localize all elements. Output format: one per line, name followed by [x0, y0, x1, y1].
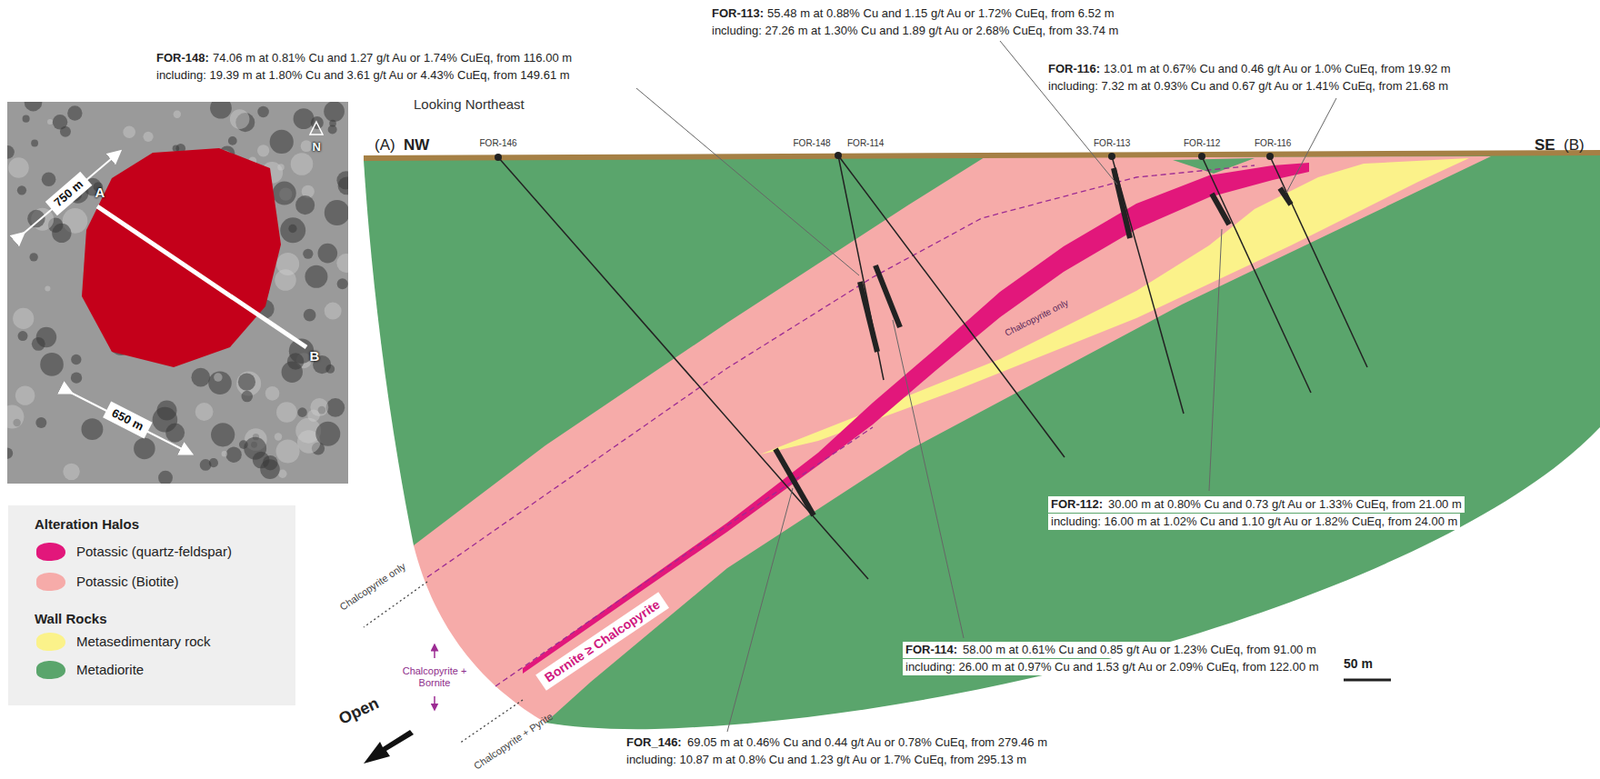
zone-label: Chalcopyrite + Bornite: [394, 665, 475, 690]
intercept: including: 19.39 m at 1.80% Cu and 3.61 …: [156, 68, 570, 83]
collar-label: FOR-112: [1183, 138, 1220, 150]
section-end: A: [95, 184, 106, 201]
legend-text: Potassic (Biotite): [76, 573, 180, 590]
section-end: SE: [1534, 136, 1556, 155]
view-direction: Looking Northeast: [413, 96, 525, 113]
hole-id: FOR-148:: [156, 50, 210, 66]
section-end: (B): [1563, 136, 1585, 155]
hole-id: FOR-114:: [902, 641, 960, 659]
legend-swatch: [36, 660, 66, 680]
scale-label: 50 m: [1343, 656, 1373, 672]
legend-heading: Wall Rocks: [34, 610, 107, 628]
legend-heading: Alteration Halos: [34, 516, 140, 533]
legend-text: Potassic (quartz-feldspar): [76, 543, 232, 560]
zone-label: Chalcopyrite + Pyrite: [471, 710, 556, 772]
legend-text: Metadiorite: [76, 661, 144, 679]
zone-label: Chalcopyrite only: [338, 560, 409, 613]
legend-swatch: [36, 542, 66, 561]
collar-label: FOR-148: [793, 138, 831, 150]
intercept: including: 27.26 m at 1.30% Cu and 1.89 …: [711, 23, 1119, 39]
hole-id: FOR-112:: [1048, 496, 1106, 513]
legend-swatch: [36, 632, 66, 651]
north-arrow: N: [312, 140, 321, 155]
hole-id: FOR-113:: [711, 6, 764, 21]
hole-id: FOR-116:: [1048, 61, 1100, 77]
aerial-photo: [7, 101, 349, 484]
quartz-feldspar-halo: [522, 162, 1310, 674]
intercept: 55.48 m at 0.88% Cu and 1.15 g/t Au or 1…: [767, 6, 1115, 21]
intercept: including: 16.00 m at 1.02% Cu and 1.10 …: [1048, 513, 1460, 530]
intercept: including: 10.87 m at 0.8% Cu and 1.23 g…: [623, 751, 1030, 769]
leader-lines: [636, 40, 1337, 732]
legend-text: Metasedimentary rock: [76, 633, 211, 650]
metadiorite: [363, 154, 1600, 730]
hole-id: FOR_146:: [623, 734, 685, 751]
intercept: 69.05 m at 0.46% Cu and 0.44 g/t Au or 0…: [684, 734, 1050, 751]
collar-label: FOR-116: [1254, 138, 1291, 150]
deposit-outline: [81, 148, 281, 368]
intercept: 74.06 m at 0.81% Cu and 1.27 g/t Au or 1…: [212, 50, 572, 66]
zone-boundary: [495, 427, 873, 687]
legend-swatch: [36, 572, 66, 591]
intercept: including: 26.00 m at 0.97% Cu and 1.53 …: [902, 659, 1322, 676]
intercept: 58.00 m at 0.61% Cu and 0.85 g/t Au or 1…: [960, 641, 1320, 659]
collar-label: FOR-113: [1093, 138, 1130, 150]
collar-label: FOR-146: [480, 138, 518, 150]
intercept: 13.01 m at 0.67% Cu and 0.46 g/t Au or 1…: [1103, 61, 1451, 77]
section-end: (A): [374, 136, 396, 155]
section-end: NW: [403, 136, 430, 155]
intercept: including: 7.32 m at 0.93% Cu and 0.67 g…: [1048, 79, 1449, 94]
biotite-halo: [413, 156, 1491, 723]
section-end: B: [310, 348, 320, 365]
open-label: Open: [336, 693, 383, 730]
open-arrow: [363, 730, 414, 764]
ground-surface: [363, 152, 1600, 159]
scale-bar: [1343, 679, 1391, 682]
intercept: 30.00 m at 0.80% Cu and 0.73 g/t Au or 1…: [1105, 496, 1465, 513]
collar-label: FOR-114: [847, 138, 884, 150]
legend-panel: [8, 505, 296, 706]
